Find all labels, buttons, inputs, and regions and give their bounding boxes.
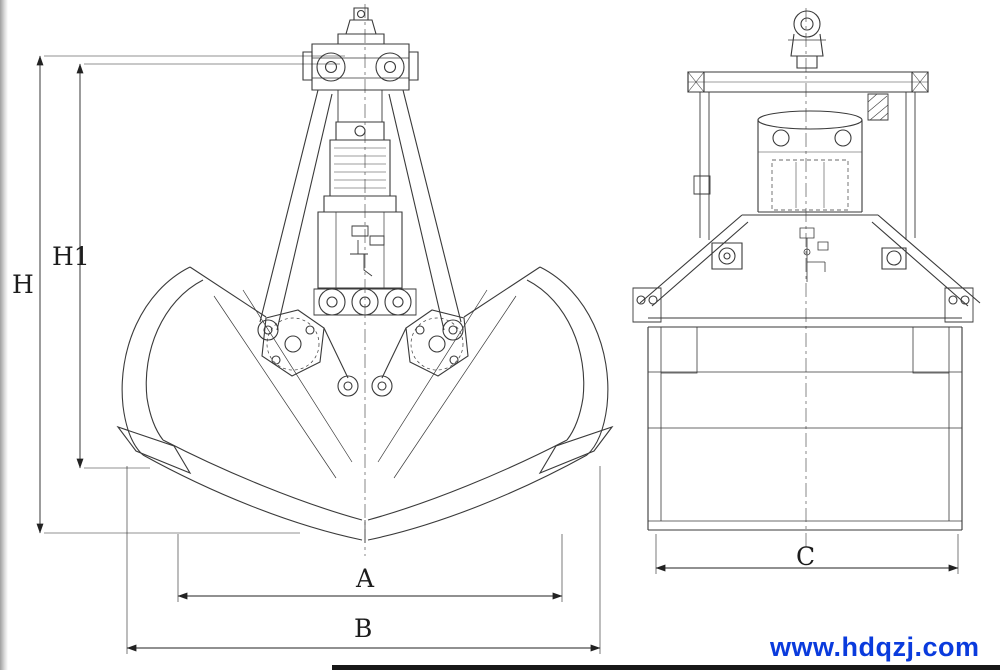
dimension-label-h1: H1 [52, 242, 90, 271]
right-bucket-shell [367, 266, 614, 541]
watermark-text: www.hdqzj.com [770, 632, 980, 662]
hinge-plates [261, 309, 469, 397]
hanger-plates [693, 92, 916, 240]
dimension-label-b: B [354, 614, 373, 643]
dimension-label-h: H [12, 270, 34, 299]
rim-brackets [632, 287, 974, 323]
dimension-label-a: A [356, 564, 375, 593]
dimension-b [126, 466, 601, 654]
dimension-h [36, 55, 345, 534]
deck-slopes [639, 214, 981, 307]
left-bucket-shell [116, 266, 363, 541]
top-beam [687, 71, 929, 93]
cylinder-body [757, 110, 863, 213]
dimension-h1 [76, 63, 340, 469]
lifting-eye [337, 7, 385, 45]
dimension-lines [36, 55, 959, 654]
bucket-box [647, 317, 963, 531]
head-block [302, 43, 419, 91]
shackle [788, 10, 826, 69]
front-view [116, 4, 614, 556]
support-arms [257, 89, 464, 341]
motor-assembly [323, 90, 397, 213]
dimension-label-c: C [796, 542, 816, 571]
sheave-cluster [313, 288, 417, 316]
dimension-a [177, 534, 563, 602]
side-view [632, 8, 981, 548]
scan-edge-strip [0, 0, 8, 670]
gear-frame [317, 211, 403, 289]
scan-bottom-bar [332, 665, 1000, 670]
dimension-c [655, 534, 959, 574]
